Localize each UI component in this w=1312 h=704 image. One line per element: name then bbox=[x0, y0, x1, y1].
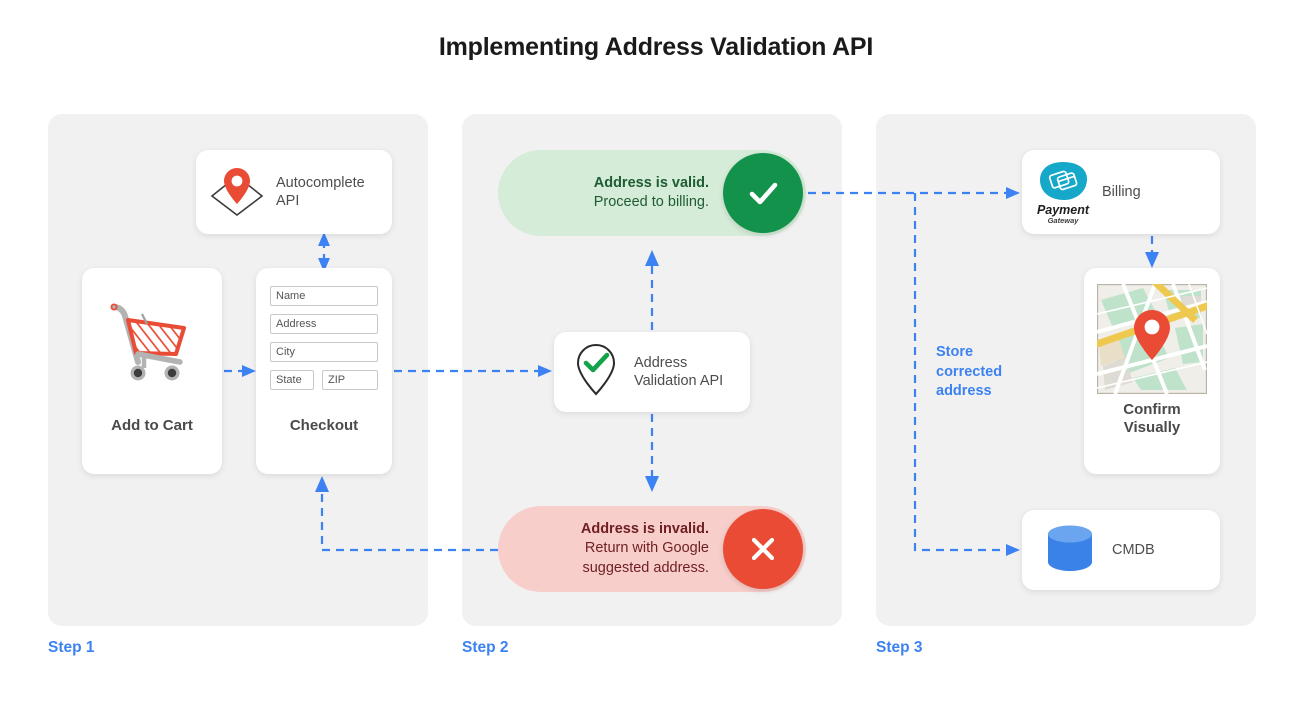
address-field[interactable]: Address bbox=[270, 314, 378, 334]
map-pin-check-icon bbox=[570, 341, 622, 404]
valid-message: Address is valid. Proceed to billing. bbox=[593, 174, 709, 210]
store-corrected-address-note: Store corrected address bbox=[936, 344, 1003, 400]
card-add-to-cart[interactable]: Add to Cart bbox=[82, 268, 222, 474]
card-address-validation-api[interactable]: Address Validation API bbox=[554, 332, 750, 412]
card-cmdb-label: CMDB bbox=[1112, 541, 1155, 558]
card-billing[interactable]: Payment Gateway Billing bbox=[1022, 150, 1220, 234]
card-confirm-label: Confirm Visually bbox=[1123, 400, 1181, 437]
page-title: Implementing Address Validation API bbox=[438, 33, 874, 61]
close-x-icon bbox=[723, 509, 803, 589]
card-cmdb[interactable]: CMDB bbox=[1022, 510, 1220, 590]
card-validation-label: Address Validation API bbox=[634, 354, 724, 389]
state-zip-row: State ZIP bbox=[270, 370, 378, 390]
state-field[interactable]: State bbox=[270, 370, 314, 390]
check-icon bbox=[723, 153, 803, 233]
shopping-cart-icon bbox=[100, 290, 204, 399]
zip-field[interactable]: ZIP bbox=[322, 370, 378, 390]
card-add-to-cart-label: Add to Cart bbox=[111, 417, 193, 435]
map-thumbnail-icon bbox=[1092, 279, 1212, 399]
invalid-message: Address is invalid. Return with Google s… bbox=[580, 521, 709, 576]
step-label-3: Step 3 bbox=[876, 639, 923, 656]
status-badge-address-valid: Address is valid. Proceed to billing. bbox=[498, 150, 806, 236]
card-billing-label: Billing bbox=[1102, 183, 1141, 200]
step-label-1: Step 1 bbox=[48, 639, 95, 656]
name-field[interactable]: Name bbox=[270, 286, 378, 306]
map-pin-diamond-icon bbox=[208, 162, 266, 223]
city-field[interactable]: City bbox=[270, 342, 378, 362]
card-confirm-visually[interactable]: Confirm Visually bbox=[1084, 268, 1220, 474]
database-cylinder-icon bbox=[1044, 523, 1096, 578]
card-checkout[interactable]: Name Address City State ZIP Checkout bbox=[256, 268, 392, 474]
step-label-2: Step 2 bbox=[462, 639, 509, 656]
payment-gateway-logo: Payment Gateway bbox=[1036, 159, 1090, 225]
card-checkout-label: Checkout bbox=[289, 417, 359, 435]
card-autocomplete-label: Autocomplete API bbox=[276, 174, 365, 209]
status-badge-address-invalid: Address is invalid. Return with Google s… bbox=[498, 506, 806, 592]
card-autocomplete-api[interactable]: Autocomplete API bbox=[196, 150, 392, 234]
